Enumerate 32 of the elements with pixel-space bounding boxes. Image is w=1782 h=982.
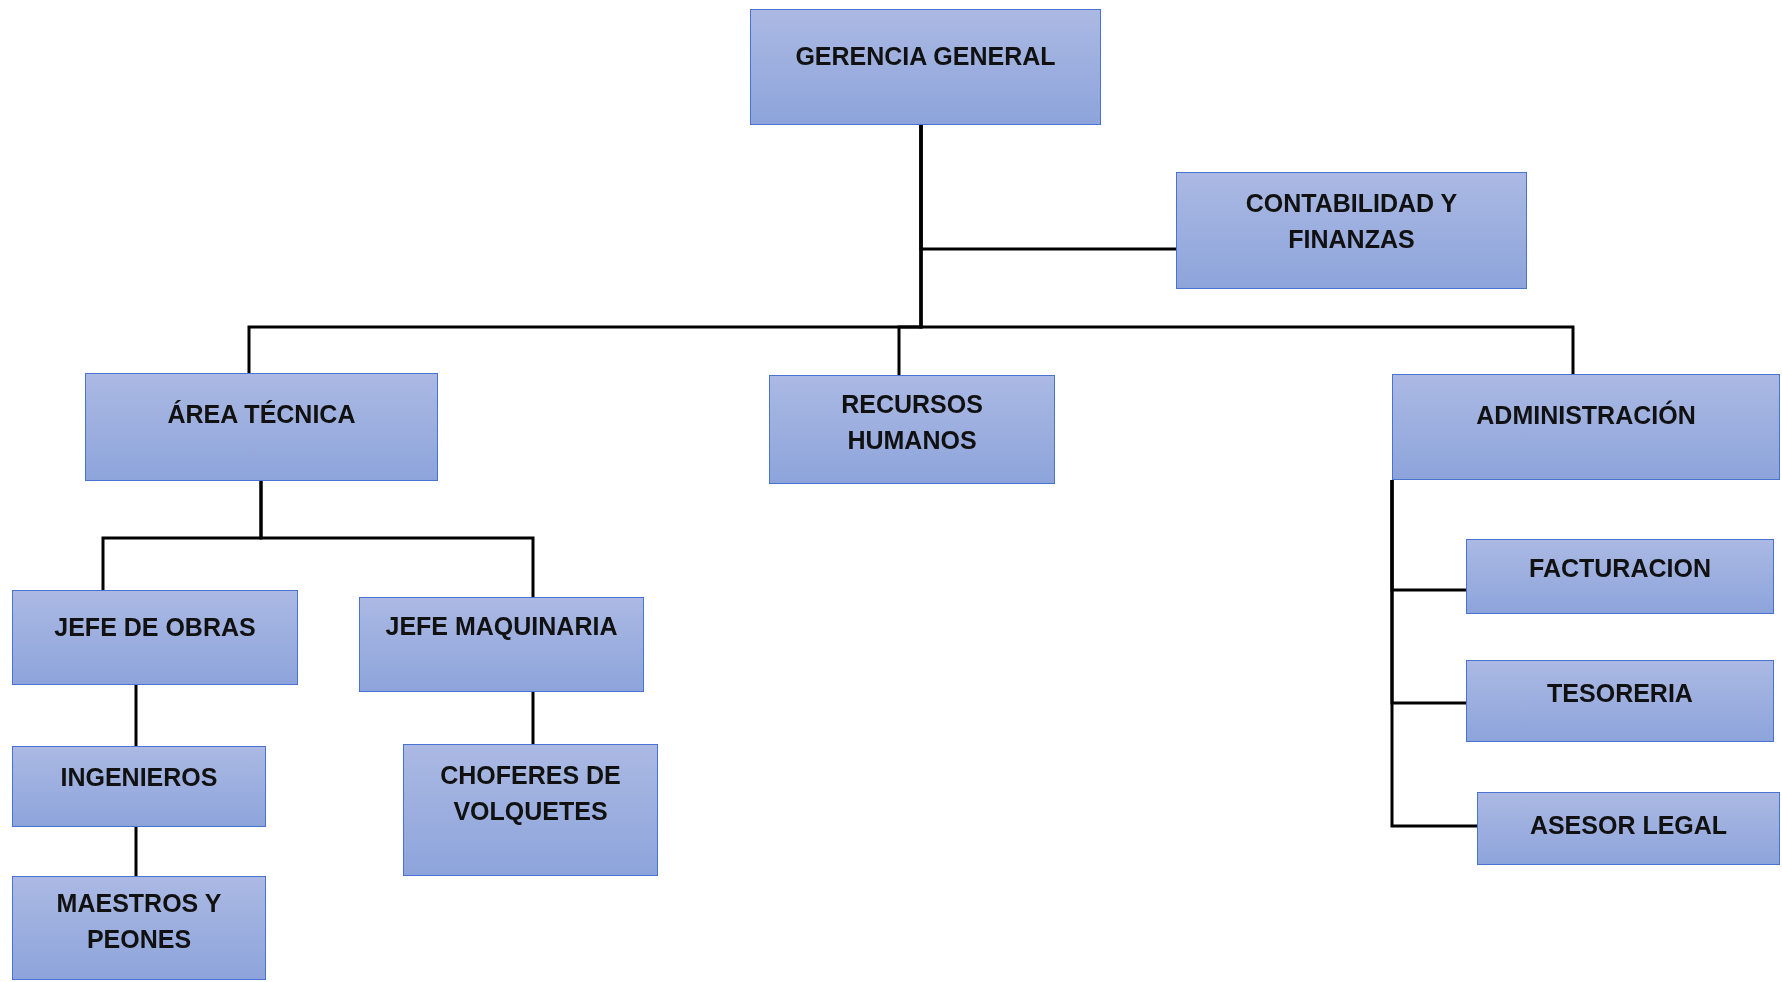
connector-line [919,125,1575,374]
org-unit-box [1176,172,1527,289]
unit-title: ASESOR LEGAL [1529,810,1728,841]
connector-line [259,481,535,597]
unit-title: CHOFERES DE VOLQUETES [439,760,622,827]
unit-title: CONTABILIDAD Y FINANZAS [1244,188,1459,255]
org-unit-box [403,744,658,876]
org-unit-box [12,746,266,827]
unit-title: JEFE MAQUINARIA [385,611,618,642]
connector-line [134,685,138,746]
unit-title: TESORERIA [1547,678,1693,709]
org-unit-box [12,876,266,980]
unit-title: INGENIEROS [60,762,218,793]
org-unit-box [1466,660,1774,742]
org-unit-box [12,590,298,685]
connector-line [531,692,535,744]
org-unit-box [769,375,1055,484]
connector-line [134,827,138,876]
org-unit-box [1392,374,1780,480]
unit-title: RECURSOS HUMANOS [840,389,984,456]
unit-title: GERENCIA GENERAL [795,41,1056,72]
org-unit-box [750,9,1101,125]
unit-title: ÁREA TÉCNICA [167,399,356,430]
unit-title: ADMINISTRACIÓN [1476,399,1696,431]
org-unit-box [1466,539,1774,614]
org-unit-box [359,597,644,692]
org-unit-box [1477,792,1780,865]
unit-title: MAESTROS Y PEONES [55,888,223,955]
org-unit-box [85,373,438,481]
unit-title: FACTURACION [1529,553,1711,584]
connector-line [1390,480,1477,828]
unit-title: JEFE DE OBRAS [54,612,256,643]
